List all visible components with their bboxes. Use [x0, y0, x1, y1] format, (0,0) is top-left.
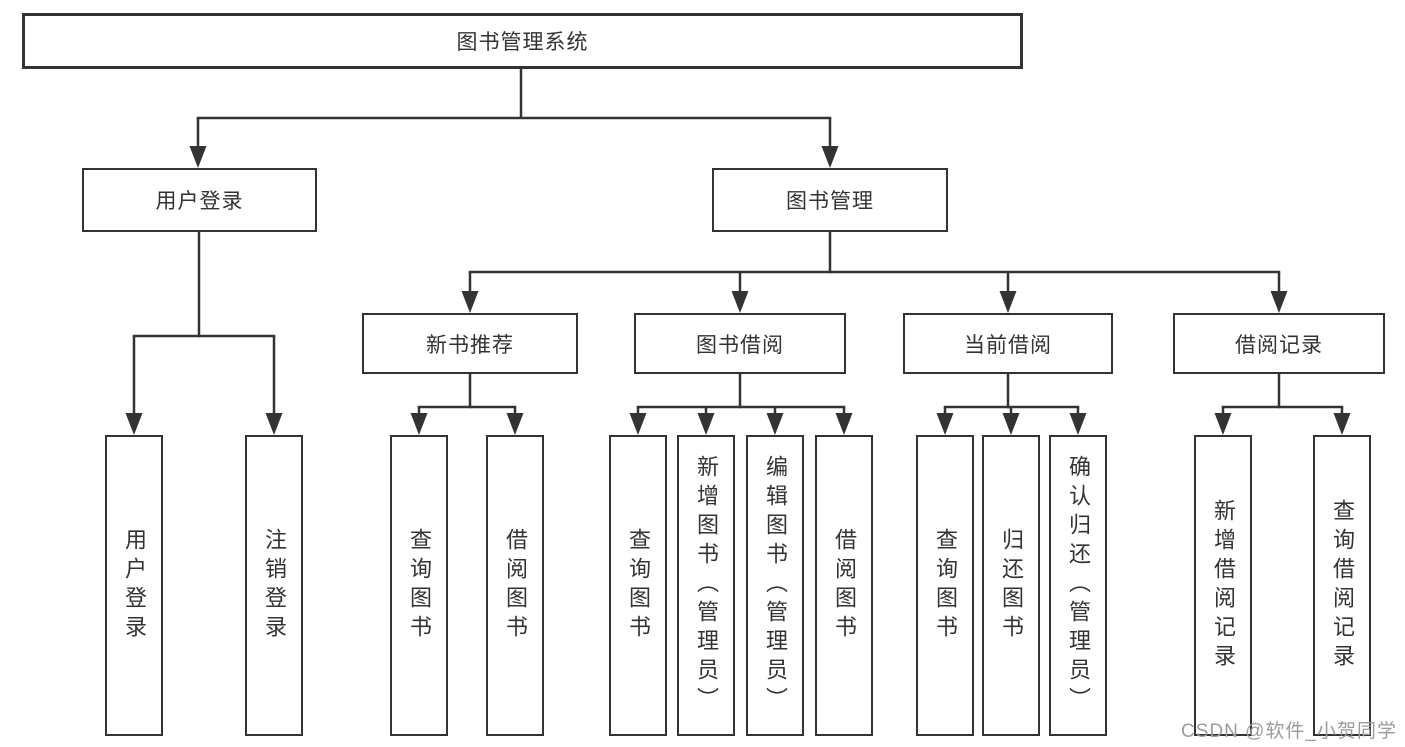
- leaf-user-login: 用户登录: [105, 435, 163, 736]
- node-label: 新增借阅记录: [1211, 498, 1236, 673]
- node-label: 查询图书: [407, 527, 432, 644]
- leaf-borrow-books-2: 借阅图书: [815, 435, 873, 736]
- node-label: 查询图书: [626, 527, 651, 644]
- node-label: 图书管理: [786, 190, 874, 213]
- node-root: 图书管理系统: [22, 13, 1023, 69]
- node-new-book-recommend: 新书推荐: [362, 313, 578, 374]
- node-label: 借阅图书: [503, 527, 528, 644]
- node-current-borrow: 当前借阅: [903, 313, 1113, 374]
- leaf-add-book-admin: 新增图书（管理员）: [677, 435, 735, 736]
- leaf-add-borrow-record: 新增借阅记录: [1194, 435, 1252, 736]
- node-label: 查询图书: [933, 527, 958, 644]
- node-label: 编辑图书（管理员）: [763, 455, 788, 716]
- node-label: 当前借阅: [964, 333, 1052, 357]
- node-user-login: 用户登录: [82, 168, 317, 232]
- node-label: 借阅图书: [832, 527, 857, 644]
- node-book-management: 图书管理: [712, 168, 948, 232]
- node-label: 新书推荐: [426, 333, 514, 357]
- node-label: 查询借阅记录: [1330, 498, 1355, 673]
- node-label: 归还图书: [999, 527, 1024, 644]
- leaf-query-books-1: 查询图书: [390, 435, 448, 736]
- node-label: 确认归还（管理员）: [1066, 455, 1091, 716]
- leaf-edit-book-admin: 编辑图书（管理员）: [746, 435, 804, 736]
- node-book-borrow: 图书借阅: [634, 313, 846, 374]
- leaf-query-books-3: 查询图书: [916, 435, 974, 736]
- node-borrow-records: 借阅记录: [1173, 313, 1385, 374]
- leaf-logout: 注销登录: [245, 435, 303, 736]
- node-label: 新增图书（管理员）: [694, 455, 719, 716]
- node-label: 用户登录: [155, 190, 244, 213]
- node-label: 图书借阅: [696, 333, 784, 357]
- node-label: 借阅记录: [1235, 333, 1323, 357]
- node-label: 用户登录: [122, 527, 147, 644]
- leaf-return-book: 归还图书: [982, 435, 1040, 736]
- arrowheads: [125, 146, 1351, 435]
- leaf-query-books-2: 查询图书: [609, 435, 667, 736]
- leaf-confirm-return-admin: 确认归还（管理员）: [1049, 435, 1107, 736]
- leaf-query-borrow-record: 查询借阅记录: [1313, 435, 1371, 736]
- csdn-watermark: CSDN @软件_小贺同学: [1181, 721, 1397, 742]
- node-label: 图书管理系统: [456, 31, 589, 54]
- node-label: 注销登录: [262, 527, 287, 644]
- leaf-borrow-books-1: 借阅图书: [486, 435, 544, 736]
